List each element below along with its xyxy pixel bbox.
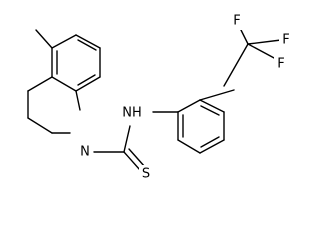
atom-label-nh: NH — [122, 106, 142, 121]
bond-ph-4-inner — [200, 136, 220, 148]
bond-ar-2-inner — [77, 39, 97, 51]
chemical-structure: N NH S F F F — [27, 12, 293, 183]
atom-f-top: F — [230, 12, 244, 30]
bond-c-nh — [123, 125, 131, 153]
bond-c-f3 — [247, 43, 277, 60]
bond-ph-2 — [199, 99, 225, 113]
bond-sat-5 — [75, 90, 81, 111]
bond-sat-1 — [27, 76, 53, 92]
bond-ph-2-inner — [200, 105, 220, 116]
atom-n-ring: N — [78, 143, 92, 161]
atom-label-f1: F — [233, 14, 240, 29]
bond-ph-1 — [177, 99, 201, 113]
bond-ph-4 — [199, 139, 225, 154]
atom-labels: N NH S F F F — [78, 12, 293, 183]
bond-ar-2 — [75, 34, 101, 49]
atom-label-n: N — [80, 145, 90, 160]
atom-label-f3: F — [277, 57, 284, 72]
atom-label-s: S — [142, 167, 150, 182]
bond-ph-5 — [177, 139, 201, 154]
bond-c-s-2 — [128, 148, 146, 168]
atom-s: S — [139, 165, 153, 183]
bond-c-f2 — [247, 39, 282, 45]
bonds — [27, 25, 282, 171]
atom-f-bottom: F — [274, 55, 288, 73]
atom-label-f2: F — [282, 33, 289, 48]
bond-methyl — [35, 29, 53, 49]
bond-ar-5 — [51, 76, 77, 92]
atom-nh: NH — [117, 104, 147, 122]
bond-c-s-1 — [123, 151, 141, 171]
bond-ph-cf3 — [199, 89, 235, 101]
bond-ar-4 — [75, 76, 101, 92]
bond-cf3-up — [223, 43, 249, 87]
bond-sat-3 — [27, 117, 53, 134]
bond-ar-1 — [51, 34, 77, 49]
bond-ar-4-inner — [77, 74, 96, 86]
atom-f-right: F — [279, 31, 293, 49]
